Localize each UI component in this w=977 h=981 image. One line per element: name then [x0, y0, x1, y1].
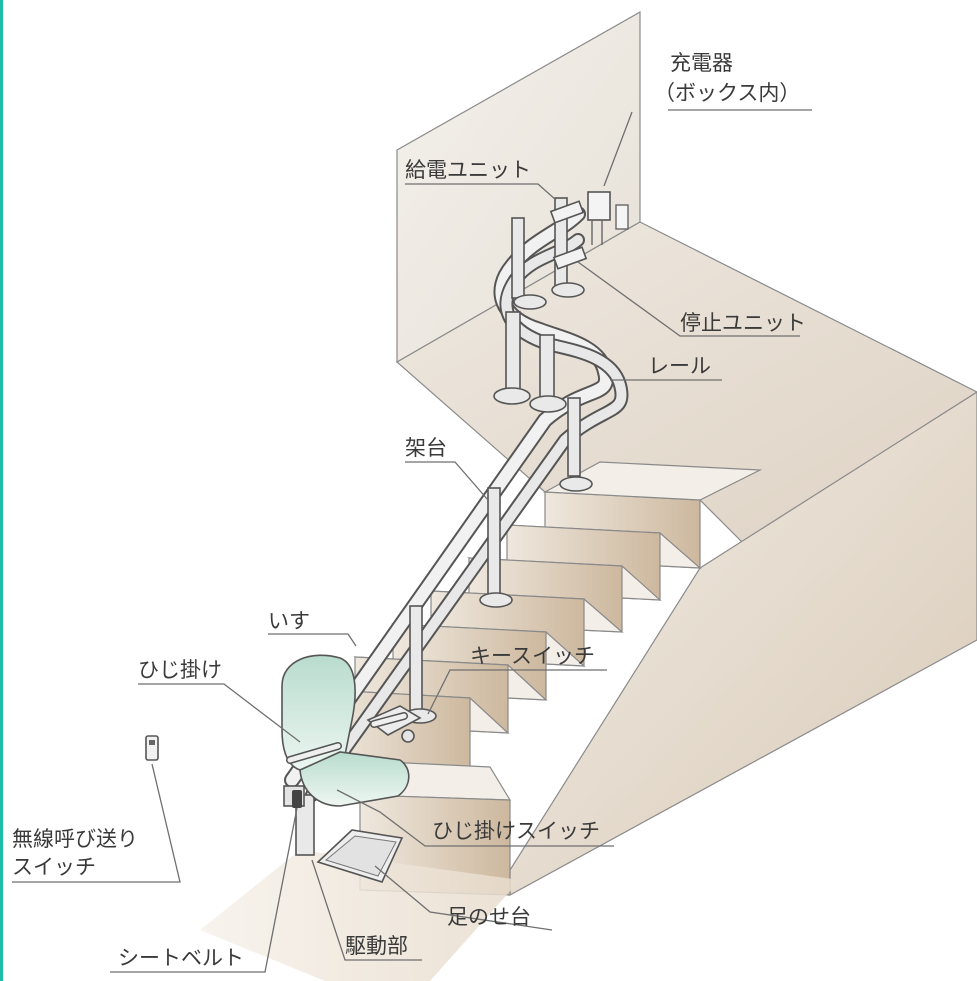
- label-drive-unit: 駆動部: [345, 934, 408, 958]
- rail-stands: [403, 197, 593, 724]
- footrest-plate: [316, 829, 404, 883]
- label-charger: 充電器: [670, 51, 733, 75]
- leader-lines: [12, 109, 812, 973]
- wall-outlet: [615, 204, 629, 230]
- stair-side-wall: [509, 391, 977, 897]
- label-stop-unit: 停止ユニット: [680, 311, 806, 335]
- label-footrest: 足のせ台: [447, 905, 531, 929]
- label-wireless-switch: 無線呼び送り: [12, 827, 138, 851]
- label-key-switch: キースイッチ: [470, 644, 595, 668]
- wireless-remote: [145, 735, 159, 761]
- label-armrest-switch: ひじ掛けスイッチ: [432, 819, 600, 843]
- label-armrest: ひじ掛け: [138, 658, 222, 682]
- label-charger-box: （ボックス内）: [654, 81, 800, 105]
- label-rail: レール: [648, 354, 711, 378]
- chair: [281, 654, 410, 856]
- power-unit-block: [549, 200, 585, 224]
- label-stand: 架台: [405, 436, 447, 460]
- label-seat: いす: [268, 609, 310, 633]
- label-power-unit: 給電ユニット: [405, 158, 531, 182]
- label-seatbelt: シートベルト: [118, 946, 244, 970]
- charger-box: [587, 191, 611, 221]
- floor-area: [200, 850, 520, 981]
- label-wireless-switch-2: スイッチ: [12, 855, 96, 879]
- stop-unit-block: [552, 246, 588, 270]
- left-accent-bar: [0, 0, 3, 981]
